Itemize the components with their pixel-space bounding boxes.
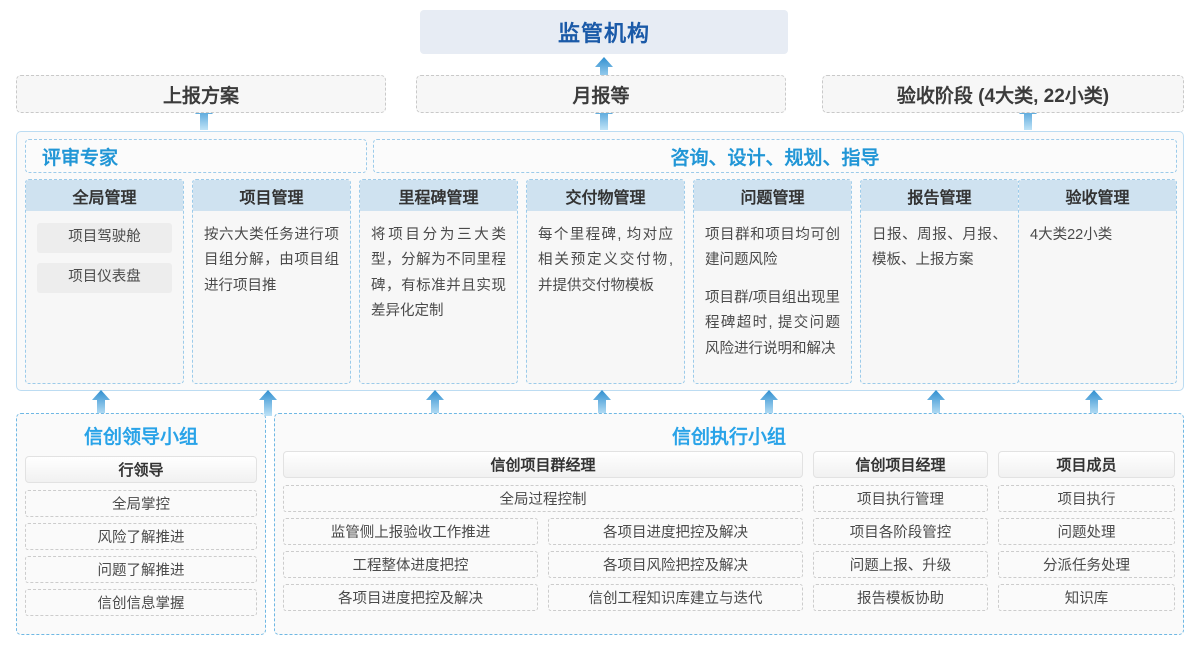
column-header: 验收管理: [1019, 180, 1176, 211]
arrow-up-icon: [259, 390, 277, 416]
task-item[interactable]: 知识库: [998, 584, 1175, 611]
task-item[interactable]: 问题了解推进: [25, 556, 257, 583]
task-item-full-width[interactable]: 全局过程控制: [283, 485, 803, 512]
column-body: 每个里程碑, 均对应相关预定义交付物, 并提供交付物模板: [527, 211, 684, 383]
submission-box-1[interactable]: 月报等: [416, 75, 786, 113]
task-item[interactable]: 问题上报、升级: [813, 551, 988, 578]
role-head-bank-leader[interactable]: 行领导: [25, 456, 257, 483]
chip[interactable]: 项目仪表盘: [37, 263, 172, 293]
column-paragraph: 4大类22小类: [1030, 227, 1113, 243]
project-manager-block: 信创项目经理 项目执行管理 项目各阶段管控 问题上报、升级 报告模板协助: [813, 451, 988, 611]
column-paragraph: 日报、周报、月报、模板、上报方案: [872, 227, 1007, 269]
program-manager-task-columns: 监管侧上报验收工作推进 工程整体进度把控 各项目进度把控及解决 各项目进度把控及…: [283, 518, 803, 611]
task-item[interactable]: 监管侧上报验收工作推进: [283, 518, 538, 545]
program-manager-right-tasks: 各项目进度把控及解决 各项目风险把控及解决 信创工程知识库建立与迭代: [548, 518, 803, 611]
leading-group-panel: 信创领导小组 行领导 全局掌控 风险了解推进 问题了解推进 信创信息掌握: [16, 413, 266, 635]
role-head-project-manager[interactable]: 信创项目经理: [813, 451, 988, 478]
column-paragraph: 按六大类任务进行项目组分解，由项目组进行项目推: [204, 227, 339, 294]
submission-label: 上报方案: [162, 85, 239, 107]
column-body: 项目驾驶舱 项目仪表盘: [26, 211, 183, 383]
task-item[interactable]: 项目执行管理: [813, 485, 988, 512]
submission-box-0[interactable]: 上报方案: [16, 75, 386, 113]
task-item[interactable]: 各项目进度把控及解决: [548, 518, 803, 545]
project-member-block: 项目成员 项目执行 问题处理 分派任务处理 知识库: [998, 451, 1175, 611]
column-paragraph: 项目群/项目组出现里程碑超时, 提交问题风险进行说明和解决: [705, 289, 840, 357]
column-body: 项目群和项目均可创建问题风险 项目群/项目组出现里程碑超时, 提交问题风险进行说…: [694, 211, 851, 383]
column-body: 4大类22小类: [1019, 211, 1176, 383]
task-item[interactable]: 全局掌控: [25, 490, 257, 517]
panel-label-reviewers-text: 评审专家: [42, 147, 119, 169]
role-head-program-manager[interactable]: 信创项目群经理: [283, 451, 803, 478]
task-item[interactable]: 报告模板协助: [813, 584, 988, 611]
arrow-up-icon: [595, 57, 613, 83]
column-body: 日报、周报、月报、模板、上报方案: [861, 211, 1018, 383]
role-head-project-member[interactable]: 项目成员: [998, 451, 1175, 478]
column-header: 交付物管理: [527, 180, 684, 211]
consulting-panel: 评审专家 咨询、设计、规划、指导 全局管理 项目驾驶舱 项目仪表盘 项目管理 按…: [16, 131, 1184, 391]
chip[interactable]: 项目驾驶舱: [37, 223, 172, 253]
arrow-up-icon: [92, 390, 110, 416]
submission-label: 月报等: [572, 85, 630, 107]
task-item[interactable]: 各项目风险把控及解决: [548, 551, 803, 578]
task-item[interactable]: 问题处理: [998, 518, 1175, 545]
project-manager-task-list: 项目执行管理 项目各阶段管控 问题上报、升级 报告模板协助: [813, 485, 988, 611]
arrow-up-icon: [760, 390, 778, 416]
program-manager-block: 信创项目群经理 全局过程控制 监管侧上报验收工作推进 工程整体进度把控 各项目进…: [283, 451, 803, 611]
arrow-up-icon: [927, 390, 945, 416]
column-header: 项目管理: [193, 180, 350, 211]
task-item[interactable]: 项目执行: [998, 485, 1175, 512]
submission-label: 验收阶段 (4大类, 22小类): [896, 85, 1110, 107]
management-column-milestone[interactable]: 里程碑管理 将项目分为三大类型，分解为不同里程碑，有标准并且实现差异化定制: [359, 179, 518, 384]
column-header: 全局管理: [26, 180, 183, 211]
project-member-task-list: 项目执行 问题处理 分派任务处理 知识库: [998, 485, 1175, 611]
leading-group-title: 信创领导小组: [83, 427, 198, 448]
management-column-report[interactable]: 报告管理 日报、周报、月报、模板、上报方案: [860, 179, 1019, 384]
task-item[interactable]: 工程整体进度把控: [283, 551, 538, 578]
arrow-up-icon: [426, 390, 444, 416]
column-body: 将项目分为三大类型，分解为不同里程碑，有标准并且实现差异化定制: [360, 211, 517, 383]
leading-group-task-list: 全局掌控 风险了解推进 问题了解推进 信创信息掌握: [25, 490, 257, 616]
column-header: 报告管理: [861, 180, 1018, 211]
management-column-issue[interactable]: 问题管理 项目群和项目均可创建问题风险 项目群/项目组出现里程碑超时, 提交问题…: [693, 179, 852, 384]
task-item[interactable]: 各项目进度把控及解决: [283, 584, 538, 611]
panel-label-reviewers: 评审专家: [25, 139, 367, 173]
submission-box-2[interactable]: 验收阶段 (4大类, 22小类): [822, 75, 1184, 113]
management-column-project[interactable]: 项目管理 按六大类任务进行项目组分解，由项目组进行项目推: [192, 179, 351, 384]
arrow-up-icon: [593, 390, 611, 416]
column-header: 里程碑管理: [360, 180, 517, 211]
execution-group-panel: 信创执行小组 信创项目群经理 全局过程控制 监管侧上报验收工作推进 工程整体进度…: [274, 413, 1184, 635]
column-body: 按六大类任务进行项目组分解，由项目组进行项目推: [193, 211, 350, 383]
management-column-acceptance[interactable]: 验收管理 4大类22小类: [1018, 179, 1177, 384]
execution-group-title: 信创执行小组: [671, 427, 786, 448]
task-item[interactable]: 分派任务处理: [998, 551, 1175, 578]
task-item[interactable]: 风险了解推进: [25, 523, 257, 550]
panel-label-consulting: 咨询、设计、规划、指导: [373, 139, 1177, 173]
column-paragraph: 将项目分为三大类型，分解为不同里程碑，有标准并且实现差异化定制: [371, 227, 506, 320]
task-item[interactable]: 信创工程知识库建立与迭代: [548, 584, 803, 611]
task-item[interactable]: 信创信息掌握: [25, 589, 257, 616]
arrow-up-icon: [1085, 390, 1103, 416]
panel-label-consulting-text: 咨询、设计、规划、指导: [670, 147, 880, 169]
management-column-deliverable[interactable]: 交付物管理 每个里程碑, 均对应相关预定义交付物, 并提供交付物模板: [526, 179, 685, 384]
column-header: 问题管理: [694, 180, 851, 211]
program-manager-left-tasks: 监管侧上报验收工作推进 工程整体进度把控 各项目进度把控及解决: [283, 518, 538, 611]
regulator-title: 监管机构: [557, 21, 650, 46]
task-item[interactable]: 项目各阶段管控: [813, 518, 988, 545]
column-paragraph: 项目群和项目均可创建问题风险: [705, 227, 840, 269]
column-paragraph: 每个里程碑, 均对应相关预定义交付物, 并提供交付物模板: [538, 227, 673, 294]
management-column-global[interactable]: 全局管理 项目驾驶舱 项目仪表盘: [25, 179, 184, 384]
regulator-title-box: 监管机构: [420, 10, 788, 54]
